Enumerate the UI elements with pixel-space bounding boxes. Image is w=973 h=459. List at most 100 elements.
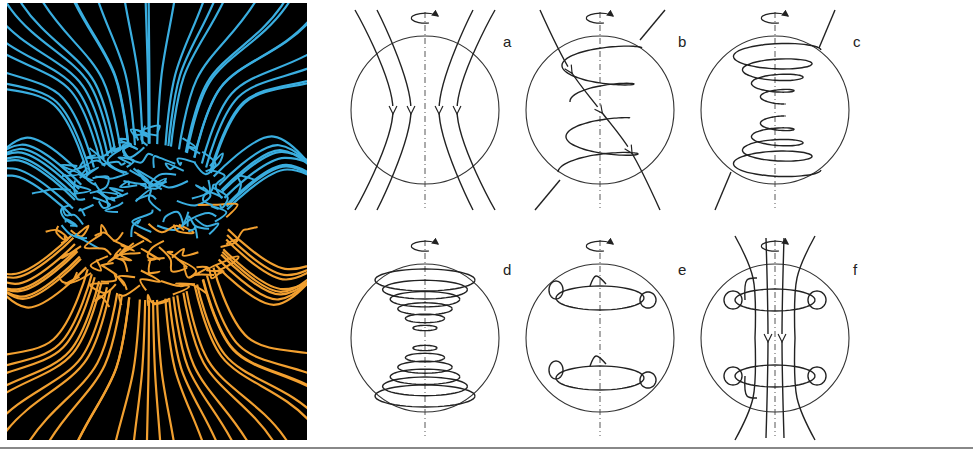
panel-letter: a	[503, 34, 511, 49]
core-field-line	[154, 299, 170, 305]
toroidal-loop	[413, 345, 437, 350]
core-field-line	[65, 273, 91, 284]
core-field-line	[32, 189, 71, 193]
twisted-loop	[640, 292, 656, 308]
field-line	[203, 280, 307, 440]
core-field-line	[142, 249, 161, 260]
field-line	[227, 132, 307, 275]
field-line	[640, 10, 665, 40]
core-field-line	[180, 213, 216, 228]
core-field-line	[61, 165, 79, 176]
core-field-line	[108, 241, 144, 262]
poloidal-line	[795, 236, 815, 338]
core-field-line	[207, 261, 227, 274]
field-line	[7, 3, 121, 150]
field-line	[15, 297, 129, 440]
core-field-line	[90, 283, 116, 293]
sphere-outline	[526, 264, 674, 412]
field-line	[214, 136, 307, 312]
kink	[590, 276, 606, 286]
dynamo-sketch	[701, 236, 849, 440]
core-field-line	[134, 232, 151, 242]
core-field-line	[148, 224, 184, 232]
core-field-line	[132, 210, 152, 232]
poloidal-line	[439, 10, 473, 210]
dynamo-sketch	[526, 240, 674, 436]
core-field-line	[198, 203, 238, 217]
field-line	[7, 132, 78, 291]
field-line	[7, 132, 73, 274]
core-field-line	[206, 153, 223, 171]
toroidal-loop	[390, 292, 460, 307]
twisted-loop	[549, 361, 563, 379]
field-line	[228, 132, 307, 269]
core-field-line	[79, 205, 93, 216]
poloidal-line	[355, 10, 393, 210]
twisted-loop	[724, 367, 742, 385]
rotation-axis	[600, 240, 601, 436]
toroidal-loop	[390, 369, 460, 384]
core-field-line	[238, 176, 256, 196]
core-field-line	[173, 283, 195, 294]
core-field-line	[76, 234, 87, 238]
field-line	[819, 10, 835, 48]
field-line	[12, 3, 129, 147]
sphere-outline	[701, 36, 849, 184]
poloidal-line	[735, 338, 755, 440]
twisted-loop	[640, 372, 656, 388]
core-field-line	[62, 206, 83, 225]
rotation-axis	[775, 240, 776, 436]
core-field-line	[118, 157, 134, 167]
toroidal-loop	[735, 289, 815, 311]
field-line	[147, 3, 149, 144]
toroidal-loop	[405, 314, 444, 323]
core-field-line	[107, 145, 127, 152]
core-field-line	[172, 249, 198, 258]
field-line	[715, 172, 731, 210]
toroidal-loop	[398, 361, 452, 373]
wound-line	[733, 43, 821, 104]
field-line	[7, 132, 77, 289]
twisted-loop	[808, 291, 826, 309]
panel-letter: c	[853, 34, 861, 49]
core-field-line	[166, 163, 184, 171]
field-line	[202, 3, 307, 163]
twisted-loop	[724, 291, 742, 309]
field-line	[7, 269, 88, 440]
core-field-line	[69, 161, 89, 172]
toroidal-loop	[556, 366, 644, 390]
sphere-outline	[351, 264, 499, 412]
core-field-line	[177, 259, 196, 277]
dynamo-sketch	[701, 10, 849, 210]
core-field-line	[79, 168, 93, 181]
core-field-line	[163, 212, 183, 225]
field-line	[540, 10, 660, 210]
core-field-line	[95, 232, 123, 240]
core-field-line	[147, 260, 160, 274]
wound-line	[733, 116, 821, 177]
dynamo-sketch	[351, 10, 499, 210]
field-line	[535, 180, 560, 210]
core-field-line	[236, 227, 257, 242]
toroidal-loop	[383, 280, 468, 299]
field-line	[187, 3, 307, 153]
poloidal-line	[795, 338, 815, 440]
core-field-line	[119, 285, 140, 305]
toroidal-loop	[398, 303, 452, 315]
panel-letter: f	[853, 262, 857, 277]
field-line	[179, 3, 307, 149]
core-field-line	[137, 170, 188, 188]
core-field-line	[62, 246, 81, 258]
core-field-line	[85, 234, 111, 255]
core-field-line	[91, 256, 108, 270]
core-field-line	[188, 227, 197, 238]
rotation-arrow	[761, 13, 788, 23]
core-field-line	[212, 206, 227, 221]
core-field-line	[135, 130, 149, 141]
rotation-axis	[425, 12, 426, 208]
field-line	[186, 3, 307, 152]
core-field-line	[140, 270, 160, 290]
field-line	[7, 295, 122, 440]
